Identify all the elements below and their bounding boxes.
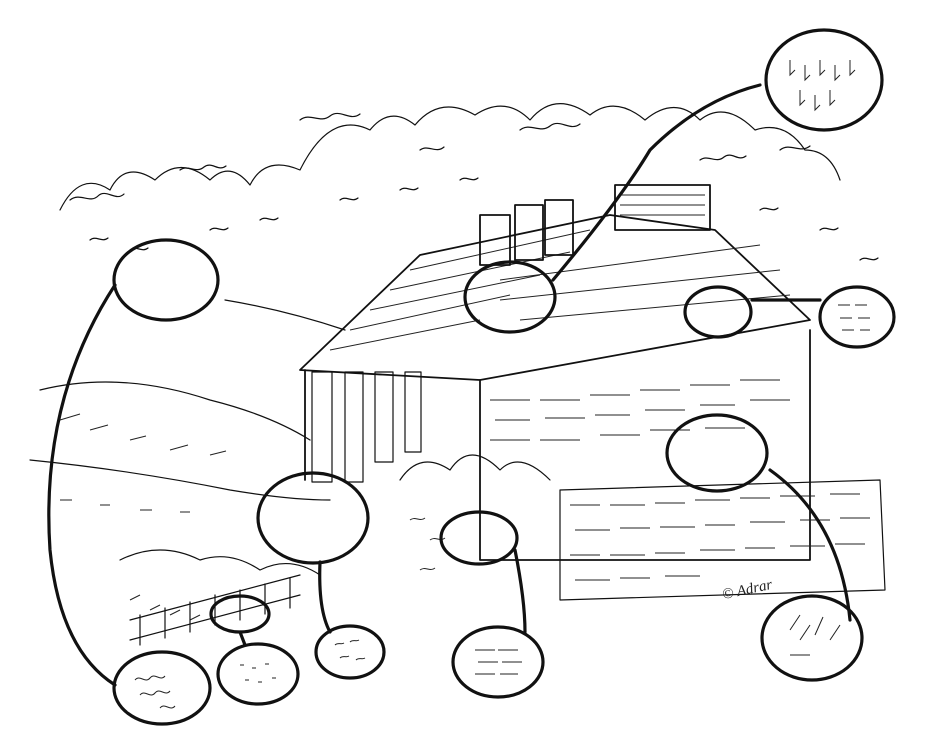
detail-gravel-dots	[216, 642, 300, 706]
circle-stone-blocks	[439, 510, 519, 566]
detail-stone-hatch	[818, 285, 896, 349]
foreground-vegetation	[119, 454, 551, 646]
background-trees	[59, 103, 879, 261]
hillside-field	[29, 299, 346, 513]
circle-flowering-shrub	[256, 471, 370, 565]
stone-house-walls	[304, 329, 811, 561]
detail-grass-strokes	[764, 28, 884, 132]
detail-callout-circles	[112, 238, 769, 634]
callout-connectors	[47, 83, 852, 687]
circle-tree-foliage	[112, 238, 220, 322]
circle-ivy	[665, 413, 769, 493]
detail-fern-strokes	[760, 594, 864, 682]
chimneys	[479, 184, 711, 266]
detail-flower-clusters	[314, 624, 386, 680]
dry-stone-wall	[559, 479, 886, 601]
circle-wall-stones	[683, 285, 753, 339]
enlarged-detail-circles	[112, 28, 896, 726]
circle-roof-slates	[463, 260, 557, 334]
detail-foliage-scribbles	[112, 650, 212, 726]
detail-brick-hatch	[451, 625, 545, 699]
